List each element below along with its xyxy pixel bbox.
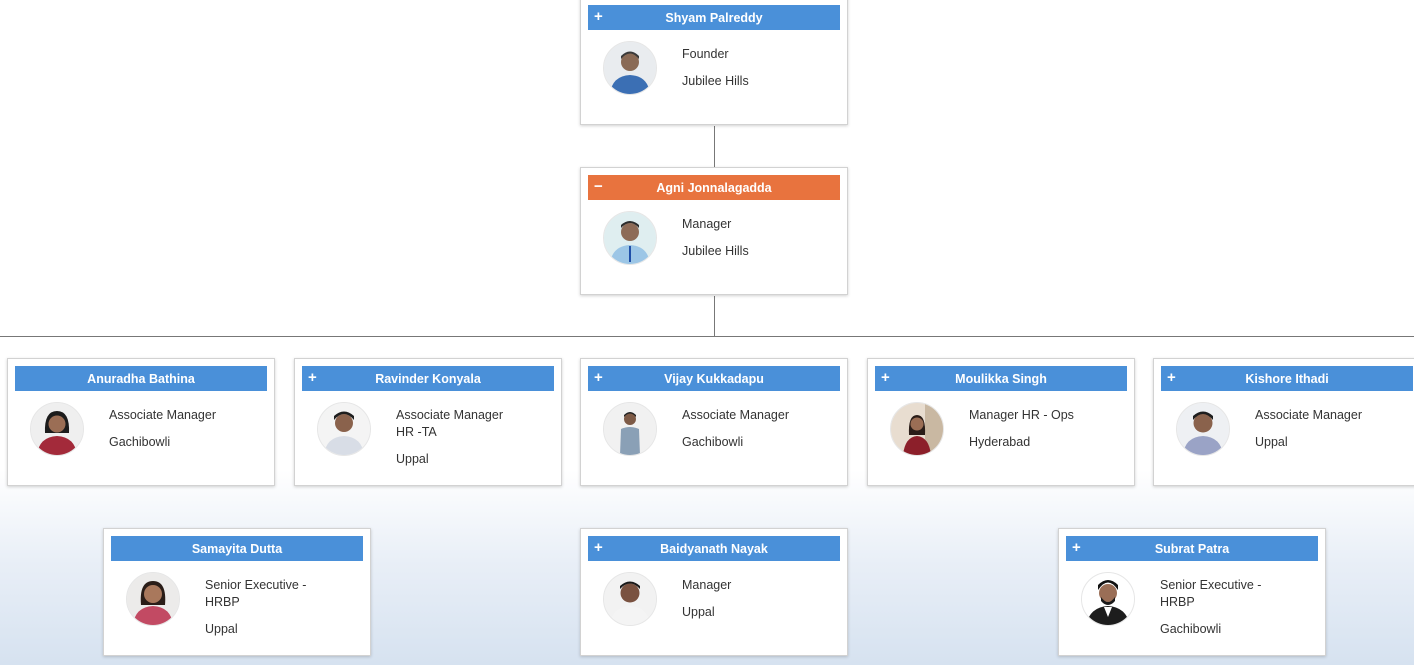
- job-title: Associate Manager: [682, 408, 790, 422]
- employee-name: Anuradha Bathina: [87, 371, 195, 386]
- job-title: Manager: [682, 578, 732, 592]
- person-avatar-icon: [1176, 402, 1230, 456]
- person-avatar-icon: [603, 211, 657, 265]
- org-card-baidyanath-nayak[interactable]: + Baidyanath Nayak Manager Uppal: [580, 528, 848, 656]
- location: Uppal: [205, 622, 238, 636]
- person-avatar-icon: [603, 572, 657, 626]
- location: Gachibowli: [109, 435, 171, 449]
- card-header[interactable]: + Shyam Palreddy: [588, 5, 840, 30]
- job-title: Senior Executive - HRBP: [1160, 578, 1262, 609]
- employee-name: Agni Jonnalagadda: [656, 180, 772, 195]
- connector-level-2: [0, 336, 1414, 337]
- job-title: Associate Manager HR -TA: [396, 408, 504, 439]
- org-card-ravinder-konyala[interactable]: + Ravinder Konyala Associate Manager HR …: [294, 358, 562, 486]
- job-title: Founder: [682, 47, 729, 61]
- card-header[interactable]: + Ravinder Konyala: [302, 366, 554, 391]
- location: Gachibowli: [1160, 622, 1222, 636]
- location: Gachibowli: [682, 435, 744, 449]
- org-card-shyam-palreddy[interactable]: + Shyam Palreddy Founder Jubilee Hills: [580, 0, 848, 125]
- minus-icon[interactable]: −: [594, 178, 603, 195]
- card-header[interactable]: + Subrat Patra: [1066, 536, 1318, 561]
- plus-icon[interactable]: +: [1167, 369, 1176, 386]
- location: Uppal: [682, 605, 715, 619]
- card-header[interactable]: + Kishore Ithadi: [1161, 366, 1413, 391]
- employee-name: Subrat Patra: [1154, 541, 1230, 556]
- employee-name: Samayita Dutta: [191, 541, 283, 556]
- plus-icon[interactable]: +: [594, 539, 603, 556]
- person-avatar-icon: [317, 402, 371, 456]
- employee-name: Kishore Ithadi: [1245, 371, 1329, 386]
- employee-name: Vijay Kukkadapu: [664, 371, 764, 386]
- org-card-kishore-ithadi[interactable]: + Kishore Ithadi Associate Manager Uppal: [1153, 358, 1414, 486]
- card-header[interactable]: + Moulikka Singh: [875, 366, 1127, 391]
- employee-name: Shyam Palreddy: [665, 10, 763, 25]
- job-title: Associate Manager: [109, 408, 217, 422]
- org-card-anuradha-bathina[interactable]: Anuradha Bathina Associate Manager Gachi…: [7, 358, 275, 486]
- employee-name: Ravinder Konyala: [375, 371, 481, 386]
- employee-name: Baidyanath Nayak: [660, 541, 768, 556]
- location: Uppal: [396, 452, 429, 466]
- plus-icon[interactable]: +: [1072, 539, 1081, 556]
- location: Hyderabad: [969, 435, 1031, 449]
- location: Uppal: [1255, 435, 1288, 449]
- person-avatar-icon: [1081, 572, 1135, 626]
- person-avatar-icon: [603, 402, 657, 456]
- location: Jubilee Hills: [682, 244, 749, 258]
- org-card-vijay-kukkadapu[interactable]: + Vijay Kukkadapu Associate Manager Gach…: [580, 358, 848, 486]
- plus-icon[interactable]: +: [594, 8, 603, 25]
- person-avatar-icon: [30, 402, 84, 456]
- card-header[interactable]: Anuradha Bathina: [15, 366, 267, 391]
- job-title: Manager HR - Ops: [969, 408, 1074, 422]
- job-title: Manager: [682, 217, 732, 231]
- card-header[interactable]: + Baidyanath Nayak: [588, 536, 840, 561]
- plus-icon[interactable]: +: [594, 369, 603, 386]
- job-title: Associate Manager: [1255, 408, 1363, 422]
- connector-agni-down: [714, 296, 715, 336]
- org-card-moulikka-singh[interactable]: + Moulikka Singh Manager HR - Ops Hydera…: [867, 358, 1135, 486]
- plus-icon[interactable]: +: [308, 369, 317, 386]
- person-avatar-icon: [603, 41, 657, 95]
- person-avatar-icon: [126, 572, 180, 626]
- person-avatar-icon: [890, 402, 944, 456]
- location: Jubilee Hills: [682, 74, 749, 88]
- plus-icon[interactable]: +: [881, 369, 890, 386]
- org-card-samayita-dutta[interactable]: Samayita Dutta Senior Executive - HRBP U…: [103, 528, 371, 656]
- card-header[interactable]: Samayita Dutta: [111, 536, 363, 561]
- org-card-agni-jonnalagadda[interactable]: − Agni Jonnalagadda Manager Jubilee Hill…: [580, 167, 848, 295]
- connector-shyam-agni: [714, 126, 715, 167]
- org-card-subrat-patra[interactable]: + Subrat Patra Senior Executive - HRBP G…: [1058, 528, 1326, 656]
- card-header[interactable]: − Agni Jonnalagadda: [588, 175, 840, 200]
- employee-name: Moulikka Singh: [955, 371, 1047, 386]
- card-header[interactable]: + Vijay Kukkadapu: [588, 366, 840, 391]
- job-title: Senior Executive - HRBP: [205, 578, 307, 609]
